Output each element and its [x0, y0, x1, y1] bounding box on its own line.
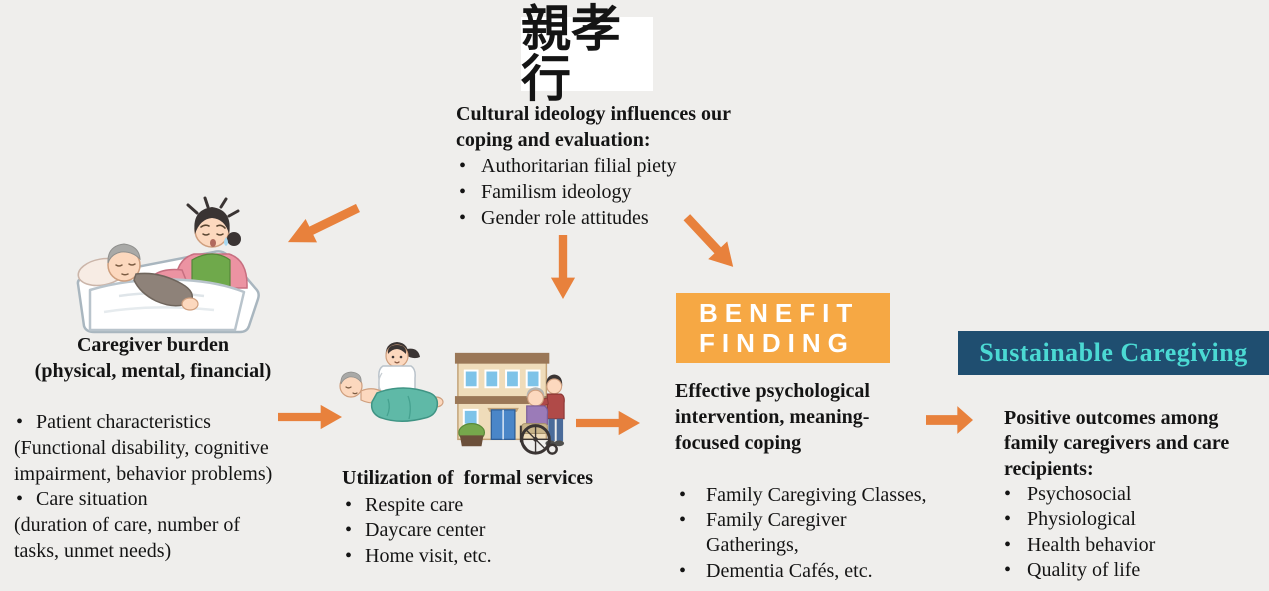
daycare-building-icon	[454, 352, 565, 455]
daycare-building-illustration	[452, 346, 568, 458]
bullet-icon: •	[679, 509, 687, 532]
caregiver-bed-illustration	[63, 192, 265, 335]
bullet-icon: •	[679, 484, 687, 506]
bullet-icon: •	[16, 411, 24, 433]
cultural-ideology-block: Cultural ideology influences our coping …	[456, 101, 766, 231]
cultural-bullet-1: •Authoritarian filial piety	[456, 153, 766, 179]
calligraphy-text: 親孝行	[521, 1, 621, 107]
cultural-bullet-2: •Familism ideology	[456, 179, 766, 205]
formal-services-title: Utilization of formal services	[342, 467, 594, 489]
benefit-finding-label-line2: FINDING	[699, 328, 855, 358]
formal-services-block: Utilization of formal services •Respite …	[342, 466, 632, 569]
bullet-icon: •	[459, 155, 467, 177]
bullet-icon: •	[679, 559, 687, 582]
caregiver-bed-icon	[76, 196, 260, 334]
sustainable-caregiving-label: Sustainable Caregiving	[979, 338, 1248, 367]
cultural-bullet-3: •Gender role attitudes	[456, 205, 766, 231]
sustainable-caregiving-box: Sustainable Caregiving	[958, 331, 1269, 375]
cultural-heading-line2: coping and evaluation:	[456, 129, 651, 151]
arrow-cultural-to-burden	[282, 195, 364, 254]
bullet-icon: •	[1004, 533, 1012, 556]
bullet-icon: •	[345, 493, 353, 516]
cultural-heading-line1: Cultural ideology influences our	[456, 103, 732, 125]
positive-outcomes-bullets: •Psychosocial •Physiological •Health beh…	[1002, 482, 1262, 583]
arrow-services-to-benefit	[576, 410, 640, 436]
bullet-icon: •	[345, 544, 353, 567]
bullet-icon: •	[345, 519, 353, 542]
arrow-burden-to-services	[278, 404, 342, 430]
arrow-benefit-to-outcomes	[926, 405, 973, 435]
home-care-illustration	[333, 336, 453, 436]
arrow-cultural-to-benefit	[677, 208, 744, 277]
caregiver-burden-details: •Patient characteristics (Functional dis…	[14, 411, 273, 562]
bullet-icon: •	[1004, 508, 1012, 531]
arrow-cultural-to-services	[550, 235, 576, 299]
bullet-icon: •	[459, 207, 467, 229]
benefit-finding-label-line1: BENEFIT	[699, 298, 860, 328]
bullet-icon: •	[16, 488, 24, 511]
calligraphy-box: 親孝行	[521, 4, 653, 104]
benefit-finding-description: Effective psychological intervention, me…	[675, 380, 870, 454]
bullet-icon: •	[1004, 483, 1012, 505]
positive-outcomes-heading: Positive outcomes among family caregiver…	[1004, 407, 1230, 480]
caregiver-burden-title: Caregiver burden (physical, mental, fina…	[34, 334, 272, 382]
bullet-icon: •	[1004, 558, 1012, 581]
benefit-finding-bullets: •Family Caregiving Classes, •Family Care…	[675, 483, 955, 584]
home-care-icon	[339, 342, 444, 422]
bullet-icon: •	[459, 181, 467, 203]
benefit-finding-box: BENEFIT FINDING	[676, 293, 890, 363]
